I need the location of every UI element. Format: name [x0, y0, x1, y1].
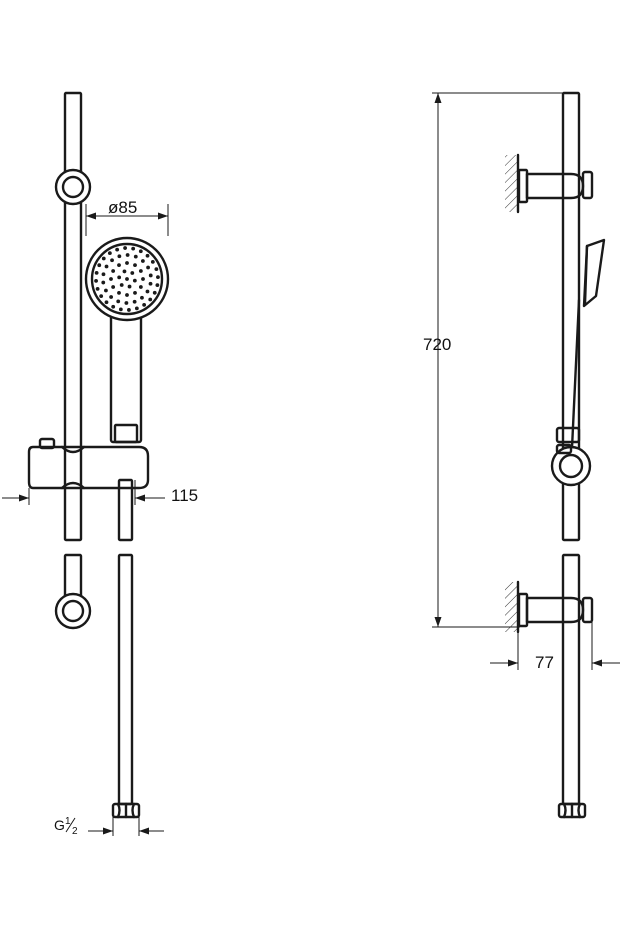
spray-nozzle — [101, 280, 106, 285]
spray-nozzle — [125, 277, 129, 281]
front-hose-upper — [117, 478, 134, 542]
spray-nozzle — [148, 273, 153, 278]
front-slider — [27, 445, 150, 490]
spray-nozzle — [101, 256, 106, 261]
dim-bracket-depth: 77 — [490, 622, 620, 672]
spray-nozzle — [117, 254, 122, 259]
spray-nozzle — [116, 299, 121, 304]
connection-denominator: 2 — [72, 826, 78, 837]
spray-nozzle — [94, 279, 98, 283]
spray-nozzle — [134, 306, 139, 311]
spray-nozzle — [117, 263, 121, 268]
front-shower-head — [84, 236, 170, 322]
slider-depth-label: 115 — [171, 486, 198, 505]
spray-nozzle — [97, 263, 102, 268]
spray-nozzle — [145, 253, 150, 258]
spray-nozzle — [125, 293, 129, 297]
head-diameter-label: ø85 — [108, 198, 137, 217]
spray-nozzle — [117, 275, 122, 280]
front-hose-lower — [117, 553, 134, 806]
front-view: ø85 115 G 1 2 — [2, 91, 198, 837]
dim-slider-depth: 115 — [2, 480, 198, 505]
dim-head-diameter: ø85 — [85, 198, 169, 236]
spray-nozzle — [110, 258, 114, 263]
spray-nozzle — [95, 286, 100, 291]
dim-connection: G 1 2 — [54, 816, 164, 837]
spray-nozzle — [132, 299, 137, 304]
side-shower-handle — [561, 298, 581, 450]
spray-nozzle — [140, 295, 144, 300]
rail-length-label: 720 — [423, 335, 451, 354]
spray-nozzle — [142, 302, 147, 307]
spray-nozzle — [124, 301, 129, 305]
spray-nozzle — [111, 269, 116, 273]
wall-hatch-lower — [505, 582, 518, 632]
spray-nozzle — [125, 261, 129, 265]
spray-nozzle — [133, 263, 137, 268]
spray-nozzle — [122, 269, 127, 274]
spray-nozzle — [104, 300, 109, 305]
spray-nozzle — [156, 275, 160, 279]
spray-nozzle — [111, 304, 116, 309]
wall-hatch-upper — [505, 155, 518, 212]
spray-nozzle — [133, 290, 137, 295]
spray-nozzle — [127, 284, 132, 289]
connection-numerator: 1 — [65, 816, 71, 827]
spray-nozzle — [152, 290, 157, 295]
spray-nozzle — [127, 308, 131, 312]
spray-nozzle — [123, 246, 127, 250]
dim-rail-length: 720 — [423, 92, 565, 628]
spray-nozzle — [111, 285, 116, 289]
bracket-depth-label: 77 — [535, 653, 554, 672]
spray-nozzle — [115, 247, 120, 252]
spray-nozzle — [155, 283, 160, 288]
spray-nozzle — [99, 294, 104, 299]
spray-nozzle — [119, 283, 124, 287]
spray-nozzle — [109, 277, 113, 281]
spray-nozzle — [117, 290, 121, 295]
spray-nozzle — [104, 288, 108, 293]
spray-nozzle — [141, 277, 145, 281]
spray-nozzle — [104, 264, 109, 269]
spray-nozzle — [133, 254, 138, 259]
side-view: 720 77 — [423, 91, 620, 819]
spray-nozzle — [138, 285, 143, 289]
spray-nozzle — [140, 259, 145, 263]
side-bracket-lower — [517, 592, 594, 628]
connection-label: G — [54, 817, 65, 833]
spray-nozzle — [125, 253, 130, 257]
front-slider-button — [38, 437, 56, 450]
spray-nozzle — [148, 281, 153, 286]
spray-nozzle — [109, 295, 114, 299]
side-bracket-upper — [517, 168, 594, 204]
spray-nozzle — [154, 267, 159, 272]
spray-nozzle — [146, 265, 150, 270]
side-hose-nut — [557, 802, 587, 819]
spray-nozzle — [132, 278, 137, 283]
spray-nozzle — [131, 246, 136, 251]
spray-nozzle — [94, 270, 99, 275]
spray-nozzle — [101, 272, 106, 277]
spray-nozzle — [138, 249, 143, 254]
spray-nozzle — [118, 307, 123, 312]
side-shower-head — [582, 238, 606, 308]
spray-nozzle — [130, 271, 135, 275]
spray-nozzle — [148, 297, 153, 302]
side-rail-lower — [561, 553, 581, 806]
spray-nozzle — [138, 269, 143, 273]
front-shower-handle — [109, 306, 143, 444]
spray-nozzle — [145, 289, 150, 294]
front-rail-upper — [63, 91, 83, 542]
front-hose-nut — [111, 802, 141, 819]
spray-nozzle — [150, 259, 155, 264]
spray-nozzle — [107, 251, 112, 256]
